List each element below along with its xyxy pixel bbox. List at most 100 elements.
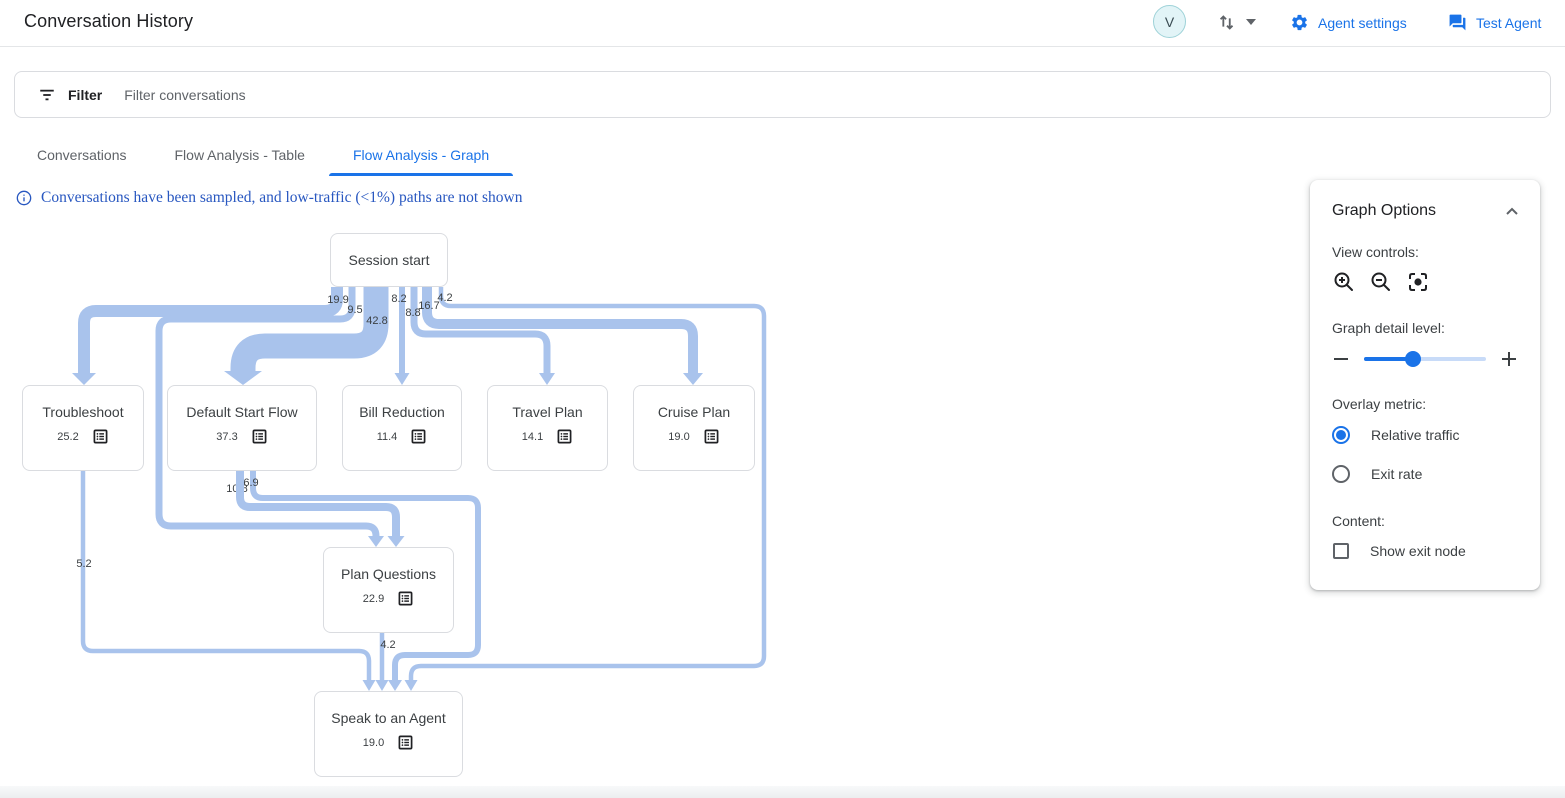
list-alt-icon[interactable] (397, 734, 414, 751)
graph-detail-level-label: Graph detail level: (1332, 320, 1445, 336)
node-value: 22.9 (362, 592, 385, 605)
arrowhead (683, 373, 703, 385)
avatar-letter: V (1164, 13, 1175, 30)
tab-flow-analysis-table[interactable]: Flow Analysis - Table (174, 147, 305, 163)
agent-settings-label: Agent settings (1318, 14, 1407, 31)
node-value: 14.1 (521, 430, 544, 443)
flow-node-travel-plan[interactable]: Travel Plan 14.1 (487, 385, 608, 471)
node-label: Speak to an Agent (331, 710, 446, 726)
arrowhead (388, 680, 402, 691)
node-label: Plan Questions (341, 566, 436, 582)
detail-level-slider[interactable] (1364, 351, 1486, 367)
flow-node-cruise-plan[interactable]: Cruise Plan 19.0 (633, 385, 755, 471)
list-alt-icon[interactable] (397, 590, 414, 607)
arrowhead (375, 680, 389, 691)
list-alt-icon[interactable] (92, 428, 109, 445)
graph-options-panel: Graph Options View controls: (1310, 180, 1540, 590)
arrowhead (368, 536, 384, 547)
fit-to-screen-button[interactable] (1406, 270, 1430, 294)
radio-exit-rate[interactable]: Exit rate (1332, 465, 1518, 483)
zoom-in-button[interactable] (1332, 270, 1356, 294)
show-exit-node-checkbox-row[interactable]: Show exit node (1332, 543, 1518, 559)
flow-node-default-start-flow[interactable]: Default Start Flow 37.3 (167, 385, 317, 471)
node-label: Default Start Flow (186, 404, 298, 420)
flow-node-speak-to-an-agent[interactable]: Speak to an Agent 19.0 (314, 691, 463, 777)
horizontal-scrollbar[interactable] (0, 786, 1565, 798)
sort-button[interactable] (1216, 11, 1256, 33)
arrowhead (362, 680, 376, 691)
page-title: Conversation History (24, 11, 194, 31)
slider-thumb[interactable] (1404, 351, 1421, 367)
tab-conversations[interactable]: Conversations (37, 147, 127, 163)
radio-selected-icon (1332, 426, 1350, 444)
minus-icon (1332, 350, 1350, 368)
checkbox-unchecked-icon (1333, 543, 1349, 559)
node-label: Bill Reduction (359, 404, 445, 420)
edge-value-label: 5.2 (76, 558, 91, 570)
graph-options-title: Graph Options (1332, 202, 1437, 219)
zoom-in-icon (1332, 270, 1356, 294)
arrowhead (387, 536, 405, 547)
edge-value-label: 9.5 (347, 304, 362, 316)
arrowhead (72, 373, 96, 385)
tab-bar: Conversations Flow Analysis - Table Flow… (13, 134, 514, 176)
node-label: Cruise Plan (657, 404, 731, 420)
edge-session-start-to-speak-to-agent (408, 287, 767, 680)
node-label: Troubleshoot (42, 404, 124, 420)
edge-value-label: 6.9 (243, 477, 258, 489)
arrowhead (539, 373, 555, 385)
agent-settings-button[interactable]: Agent settings (1290, 13, 1407, 32)
overlay-metric-label: Overlay metric: (1332, 396, 1427, 412)
filter-conversations-input[interactable] (124, 86, 725, 103)
edge-default-start-flow-to-speak-to-agent (250, 471, 481, 680)
node-value: 37.3 (216, 430, 238, 443)
edge-value-label: 4.2 (437, 292, 452, 304)
edge-default-start-flow-to-plan-questions (236, 471, 400, 536)
flow-node-session-start[interactable]: Session start (330, 233, 448, 287)
sampling-notice: Conversations have been sampled, and low… (16, 189, 523, 207)
node-value: 11.4 (376, 430, 398, 443)
top-app-bar: Conversation History V Agent settings Te… (0, 0, 1565, 47)
list-alt-icon[interactable] (410, 428, 427, 445)
arrowhead (224, 371, 262, 385)
content-label: Content: (1332, 513, 1385, 529)
list-alt-icon[interactable] (556, 428, 573, 445)
zoom-out-button[interactable] (1369, 270, 1393, 294)
edge-session-start-to-troubleshoot (78, 287, 343, 373)
zoom-out-icon (1369, 270, 1393, 294)
filter-bar[interactable]: Filter (14, 71, 1551, 118)
detail-increase-button[interactable] (1500, 350, 1518, 368)
filter-icon (38, 86, 56, 104)
chevron-down-icon (1246, 19, 1256, 25)
edge-session-start-to-travel-plan (410, 287, 551, 373)
slider-fill (1364, 357, 1413, 361)
collapse-panel-button[interactable] (1506, 207, 1518, 215)
radio-label: Exit rate (1371, 466, 1423, 482)
flow-node-bill-reduction[interactable]: Bill Reduction 11.4 (342, 385, 462, 471)
flow-node-plan-questions[interactable]: Plan Questions 22.9 (323, 547, 454, 633)
avatar[interactable]: V (1153, 5, 1186, 38)
center-focus-icon (1406, 270, 1430, 294)
edge-troubleshoot-to-speak-to-agent (80, 471, 372, 680)
arrowhead (394, 373, 410, 385)
flow-node-troubleshoot[interactable]: Troubleshoot 25.2 (22, 385, 144, 471)
filter-label: Filter (68, 86, 103, 103)
list-alt-icon[interactable] (703, 428, 720, 445)
swap-vert-icon (1216, 11, 1238, 33)
test-agent-button[interactable]: Test Agent (1448, 13, 1541, 32)
edge-value-label: 42.8 (366, 315, 387, 327)
radio-unselected-icon (1332, 465, 1350, 483)
tab-flow-analysis-graph[interactable]: Flow Analysis - Graph (328, 134, 514, 176)
edge-session-start-to-plan-questions (155, 287, 380, 537)
list-alt-icon[interactable] (251, 428, 268, 445)
detail-decrease-button[interactable] (1332, 350, 1350, 368)
radio-relative-traffic[interactable]: Relative traffic (1332, 426, 1518, 444)
edge-value-label: 8.8 (405, 307, 420, 319)
arrowhead (404, 680, 418, 691)
gear-icon (1290, 13, 1309, 32)
node-label: Session start (348, 252, 430, 268)
chat-icon (1448, 13, 1467, 32)
plus-icon (1500, 350, 1518, 368)
